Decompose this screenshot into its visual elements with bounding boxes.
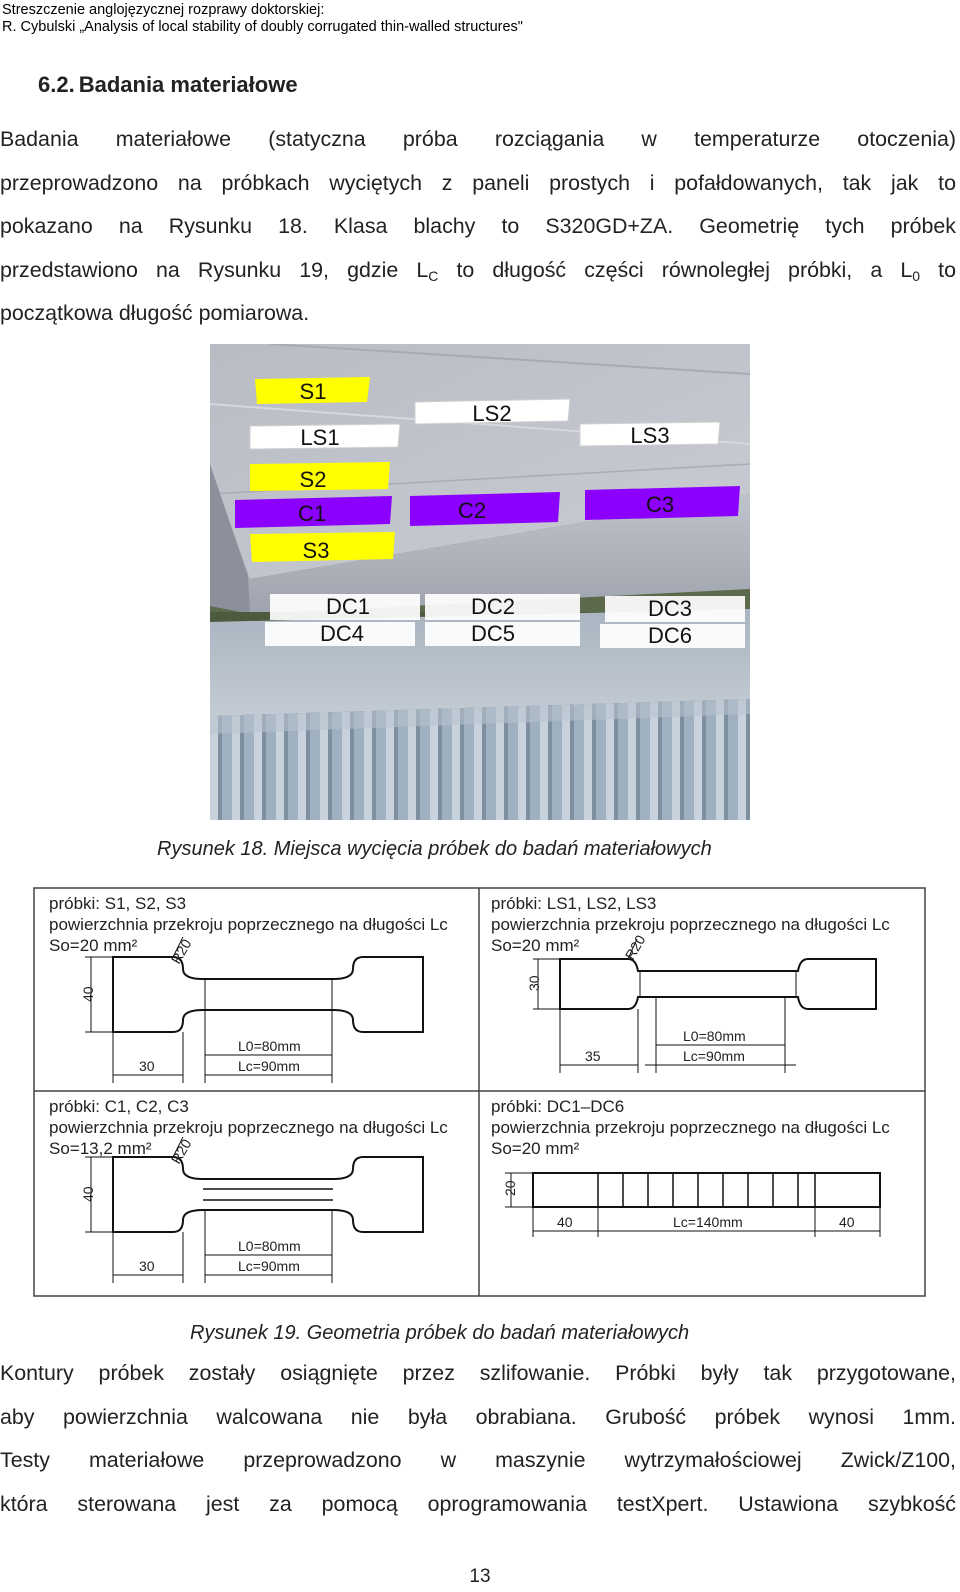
label-s1: S1 <box>300 379 327 404</box>
panel-s-specimens: próbki: S1, S2, S3 powierzchnia przekroj… <box>49 894 448 1083</box>
panel-c-specimens: próbki: C1, C2, C3 powierzchnia przekroj… <box>49 1097 448 1283</box>
specimen-location-photo: S1 LS1 LS2 LS3 S2 C1 C2 C3 S3 DC1 DC4 DC… <box>210 344 750 820</box>
label-ls3: LS3 <box>630 423 669 448</box>
label-c3: C3 <box>646 492 674 517</box>
lc-dimension: Lc=90mm <box>683 1048 745 1064</box>
panel-ls-specimens: próbki: LS1, LS2, LS3 powierzchnia przek… <box>491 894 890 1073</box>
page-number: 13 <box>469 1566 491 1587</box>
section-heading: 6.2.Badania materiałowe <box>38 72 298 98</box>
corrugated-specimen-markers <box>265 594 745 648</box>
panel-area-label: powierzchnia przekroju poprzecznego na d… <box>49 1118 448 1137</box>
panel-specimens: próbki: DC1–DC6 <box>491 1097 624 1116</box>
l0-dimension: L0=80mm <box>683 1028 746 1044</box>
label-ls2: LS2 <box>472 401 511 426</box>
paragraph-text: to <box>920 257 956 282</box>
paragraph-line: Kontury próbek zostały osiągnięte przez … <box>0 1361 956 1385</box>
panel-area: So=13,2 mm² <box>49 1139 152 1158</box>
paragraph-line: przeprowadzono na próbkach wyciętych z p… <box>0 170 956 195</box>
label-dc6: DC6 <box>648 623 692 648</box>
width-dimension: 40 <box>80 986 96 1002</box>
label-dc1: DC1 <box>326 594 370 619</box>
label-c2: C2 <box>458 498 486 523</box>
subscript: C <box>428 267 439 284</box>
paragraph-text: to długość części równoległej próbki, a … <box>438 257 913 282</box>
label-dc5: DC5 <box>471 621 515 646</box>
section-title-text: Badania materiałowe <box>78 72 298 97</box>
label-dc2: DC2 <box>471 594 515 619</box>
width-dimension: 20 <box>502 1180 518 1196</box>
figure-19-caption: Rysunek 19. Geometria próbek do badań ma… <box>190 1322 690 1344</box>
paragraph-line: aby powierzchnia walcowana nie była obra… <box>0 1404 956 1429</box>
section-number: 6.2. <box>38 72 75 97</box>
radius-label: R20 <box>622 932 649 962</box>
l0-dimension: L0=80mm <box>238 1238 301 1254</box>
header-line-1: Streszczenie anglojęzycznej rozprawy dok… <box>2 2 325 18</box>
paragraph-text: przedstawiono na Rysunku 19, gdzie L <box>0 257 429 282</box>
grip-left-dimension: 40 <box>557 1214 573 1230</box>
subscript: 0 <box>912 267 921 284</box>
label-s2: S2 <box>300 467 327 492</box>
panel-area-label: powierzchnia przekroju poprzecznego na d… <box>49 915 448 934</box>
lc-dimension: Lc=140mm <box>673 1214 743 1230</box>
paragraph-line: Testy materiałowe przeprowadzono w maszy… <box>0 1448 956 1472</box>
document-header: Streszczenie anglojęzycznej rozprawy dok… <box>2 2 523 36</box>
label-c1: C1 <box>298 501 326 526</box>
label-ls1: LS1 <box>300 425 339 450</box>
label-dc4: DC4 <box>320 621 364 646</box>
paragraph-line: początkowa długość pomiarowa. <box>0 301 310 325</box>
header-line-2: R. Cybulski „Analysis of local stability… <box>2 19 523 35</box>
panel-area: So=20 mm² <box>491 1139 580 1158</box>
width-dimension: 40 <box>80 1186 96 1202</box>
panel-dc-specimens: próbki: DC1–DC6 powierzchnia przekroju p… <box>491 1097 890 1237</box>
lc-dimension: Lc=90mm <box>238 1258 300 1274</box>
panel-area-label: powierzchnia przekroju poprzecznego na d… <box>491 1118 890 1137</box>
label-s3: S3 <box>303 538 330 563</box>
paragraph-line: pokazano na Rysunku 18. Klasa blachy to … <box>0 214 956 238</box>
grip-right-dimension: 40 <box>839 1214 855 1230</box>
paragraph-line: Badania materiałowe (statyczna próba roz… <box>0 127 956 151</box>
panel-specimens: próbki: C1, C2, C3 <box>49 1097 189 1116</box>
radius-label: R20 <box>168 1136 195 1166</box>
lc-dimension: Lc=90mm <box>238 1058 300 1074</box>
grip-dimension: 30 <box>139 1058 155 1074</box>
grip-dimension: 35 <box>585 1048 601 1064</box>
intro-paragraph: Badania materiałowe (statyczna próba roz… <box>0 118 956 336</box>
paragraph-line: przedstawiono na Rysunku 19, gdzie LC to… <box>0 249 956 293</box>
figure-18-caption: Rysunek 18. Miejsca wycięcia próbek do b… <box>157 838 712 860</box>
panel-specimens: próbki: S1, S2, S3 <box>49 894 186 913</box>
flat-specimen-markers <box>235 377 740 562</box>
panel-area: So=20 mm² <box>491 936 580 955</box>
panel-area: So=20 mm² <box>49 936 138 955</box>
radius-label: R20 <box>168 936 195 966</box>
label-dc3: DC3 <box>648 596 692 621</box>
paragraph-line: która sterowana jest za pomocą oprogramo… <box>0 1491 956 1516</box>
width-dimension: 30 <box>526 975 542 991</box>
specimen-geometry-drawing: próbki: S1, S2, S3 powierzchnia przekroj… <box>33 887 926 1297</box>
body-paragraph: Kontury próbek zostały osiągnięte przez … <box>0 1352 956 1526</box>
panel-specimens: próbki: LS1, LS2, LS3 <box>491 894 656 913</box>
l0-dimension: L0=80mm <box>238 1038 301 1054</box>
grip-dimension: 30 <box>139 1258 155 1274</box>
panel-area-label: powierzchnia przekroju poprzecznego na d… <box>491 915 890 934</box>
